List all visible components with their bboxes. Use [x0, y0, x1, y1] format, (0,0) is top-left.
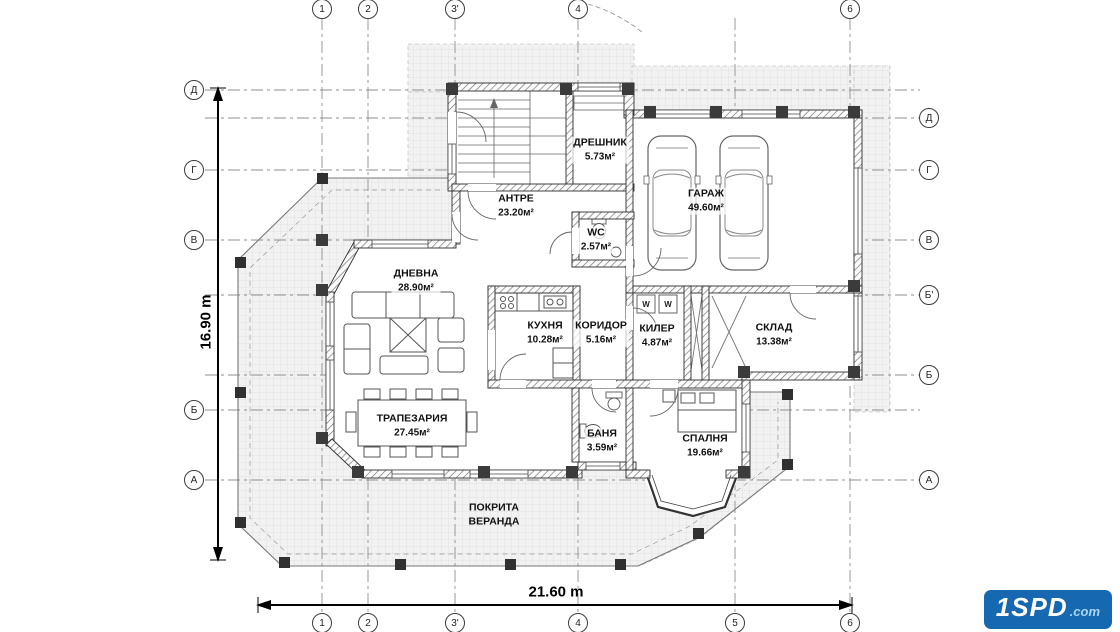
grid-bubble-right-g: Г	[919, 160, 939, 180]
room-label-antre: АНТРЕ 23.20м²	[496, 192, 536, 220]
room-name: ДНЕВНА	[393, 267, 439, 280]
bay-window	[646, 474, 738, 518]
room-label-kuhnya: КУХНЯ 10.28м²	[525, 319, 565, 347]
room-area: 2.57м²	[580, 241, 612, 253]
room-area: 28.90м²	[398, 282, 434, 294]
grid-bubble-right-b1: Б'	[919, 285, 939, 305]
room-label-banya: БАНЯ 3.59м²	[584, 427, 620, 455]
room-area: 27.45м²	[394, 427, 430, 439]
room-name: БАНЯ	[587, 427, 617, 440]
room-label-wc: WC 2.57м²	[578, 226, 614, 254]
door-openings	[448, 112, 816, 388]
room-label-dnevna: ДНЕВНА 28.90м²	[391, 267, 441, 295]
staircase	[458, 91, 566, 184]
grid-bubble-bottom-3: 3'	[445, 613, 465, 632]
grid-bubble-right-b: Б	[919, 365, 939, 385]
room-area: 13.38м²	[756, 336, 792, 348]
garage-car-2	[715, 135, 773, 271]
logo-suffix-text: .com	[1069, 604, 1100, 619]
garage-car-1	[643, 135, 701, 271]
room-name: СПАЛНЯ	[682, 432, 728, 445]
washer-label-1: W	[642, 300, 650, 309]
ispd-logo: 1SPD.com	[983, 590, 1112, 629]
room-label-trapezaria: ТРАПЕЗАРИЯ 27.45м²	[374, 412, 450, 440]
door-swings	[451, 111, 817, 417]
grid-bubble-right-v: В	[919, 230, 939, 250]
width-dimension-label: 21.60 m	[528, 583, 584, 601]
windows	[325, 82, 863, 479]
bedroom-furniture	[662, 389, 737, 433]
grid-bubble-top-4: 4	[568, 0, 588, 19]
room-label-sklad: СКЛАД 13.38м²	[753, 321, 795, 349]
room-name: КОРИДОР	[575, 319, 627, 332]
room-label-dreshnik: ДРЕШНИК 5.73м²	[571, 136, 629, 164]
room-name: КИЛЕР	[639, 322, 675, 335]
grid-bubble-top-2: 2	[358, 0, 378, 19]
grid-bubble-top-6: 6	[840, 0, 860, 19]
room-label-spalnya: СПАЛНЯ 19.66м²	[680, 432, 730, 460]
room-name: ТРАПЕЗАРИЯ	[376, 412, 448, 425]
wall-pilasters	[316, 83, 860, 478]
grid-bubble-left-d: Д	[184, 80, 204, 100]
room-area: 3.59м²	[586, 442, 618, 454]
grid-bubble-bottom-6: 6	[840, 613, 860, 632]
room-area: 5.16м²	[585, 334, 617, 346]
room-name: СКЛАД	[755, 321, 793, 334]
grid-bubble-right-a: А	[919, 470, 939, 490]
room-area: 10.28м²	[527, 334, 563, 346]
room-area: 23.20м²	[498, 207, 534, 219]
storage-door-cross	[690, 295, 747, 371]
grid-bubble-left-v: В	[184, 230, 204, 250]
grid-bubble-top-3: 3'	[445, 0, 465, 19]
veranda-columns	[235, 173, 793, 570]
room-name: ГАРАЖ	[687, 187, 725, 200]
horizontal-dimension-arrow	[256, 597, 854, 613]
grid-bubble-bottom-4: 4	[568, 613, 588, 632]
room-label-garage: ГАРАЖ 49.60м²	[685, 187, 727, 215]
grid-bubble-top-1: 1	[312, 0, 332, 19]
vertical-dimension-arrow	[210, 86, 226, 562]
grid-bubble-bottom-1: 1	[312, 613, 332, 632]
veranda-outline	[235, 173, 793, 570]
pantry-appliances	[636, 294, 678, 314]
room-name: АНТРЕ	[498, 192, 534, 205]
grid-bubble-left-g: Г	[184, 160, 204, 180]
living-room-furniture	[343, 291, 465, 375]
room-label-koridor: КОРИДОР 5.16м²	[573, 319, 629, 347]
grid-bubble-right-d: Д	[919, 108, 939, 128]
bay-floor	[644, 478, 738, 517]
washer-label-2: W	[664, 300, 672, 309]
grid-bubble-bottom-2: 2	[358, 613, 378, 632]
kitchen-counter	[494, 292, 574, 379]
height-dimension-label: 16.90 m	[197, 294, 215, 350]
room-area: 19.66м²	[687, 447, 723, 459]
grid-bubble-left-a: А	[184, 470, 204, 490]
room-label-kiler: КИЛЕР 4.87м²	[637, 322, 677, 350]
room-name: ДРЕШНИК	[573, 136, 627, 149]
room-area: 4.87м²	[641, 337, 673, 349]
logo-text: 1SPD	[995, 592, 1068, 622]
closet-shelves	[573, 95, 629, 111]
room-label-veranda: ПОКРИТА ВЕРАНДА	[456, 501, 532, 528]
room-name: КУХНЯ	[527, 319, 563, 332]
grid-bubble-bottom-5: 5	[725, 613, 745, 632]
room-name: ПОКРИТА ВЕРАНДА	[468, 501, 520, 527]
leader-curve	[587, 3, 643, 33]
room-area: 49.60м²	[688, 202, 724, 214]
room-area: 5.73м²	[584, 151, 616, 163]
room-name: WC	[587, 226, 605, 239]
grid-bubble-left-b: Б	[184, 400, 204, 420]
